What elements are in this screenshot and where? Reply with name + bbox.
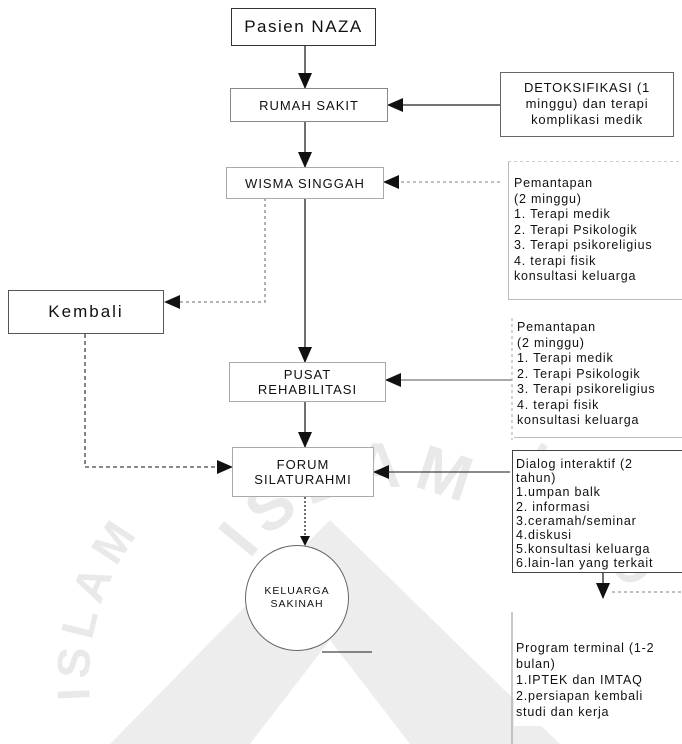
node-pusat-rehabilitasi: PUSAT REHABILITASI [229, 362, 386, 402]
arrow-kembali-to-forum [84, 334, 233, 474]
arrow-wisma-to-kembali [164, 198, 266, 309]
note-detoks-line-3: komplikasi medik [531, 112, 643, 127]
note-pem2-line-7: konsultasi keluarga [517, 413, 640, 427]
note-dialog-line-5: 3.ceramah/seminar [516, 513, 637, 528]
note-pem1-line-5: 3. Terapi psikoreligius [514, 238, 653, 252]
note-detoks-line-2: minggu) dan terapi [525, 96, 649, 111]
note-program-line-4: 2.persiapan kembali [516, 689, 644, 703]
node-forum-line-2: SILATURAHMI [254, 472, 352, 487]
note-dialog-line-2: tahun) [516, 471, 557, 486]
note-detoks-line-1: DETOKSIFIKASI (1 [524, 80, 650, 95]
note-dialog-line-4: 2. informasi [516, 499, 591, 514]
note-pem2-line-3: 1. Terapi medik [517, 351, 614, 365]
node-pasien-naza-label: Pasien NAZA [244, 17, 363, 36]
note-dialog-line-1: Dialog interaktif (2 [516, 457, 633, 471]
note-pem2-line-5: 3. Terapi psikoreligius [517, 382, 656, 396]
node-pusat-line-1: PUSAT [283, 367, 332, 382]
note-pem1-line-7: konsultasi keluarga [514, 269, 637, 283]
note-detoksifikasi: DETOKSIFIKASI (1 minggu) dan terapi komp… [500, 72, 674, 137]
note-program-line-5: studi dan kerja [516, 705, 610, 719]
node-wisma-singgah-label: WISMA SINGGAH [245, 175, 365, 191]
node-keluarga-line-2: SAKINAH [270, 598, 324, 610]
note-dialog-line-3: 1.umpan balk [516, 485, 601, 500]
note-dialog-line-8: 6.lain-lan yang terkait [516, 556, 654, 571]
note-dialog-line-7: 5.konsultasi keluarga [516, 542, 651, 557]
node-pasien-naza: Pasien NAZA [231, 8, 376, 46]
note-program-terminal: Program terminal (1-2 bulan) 1.IPTEK dan… [514, 626, 682, 726]
node-forum-silaturahmi: FORUM SILATURAHMI [232, 447, 374, 497]
node-keluarga-sakinah: KELUARGA SAKINAH [245, 545, 349, 651]
node-rumah-sakit: RUMAH SAKIT [230, 88, 388, 122]
note-dialog-line-6: 4.diskusi [516, 528, 572, 543]
note-pem2-line-1: Pemantapan [517, 320, 596, 334]
note-program-line-3: 1.IPTEK dan IMTAQ [516, 673, 643, 687]
node-pusat-line-2: REHABILITASI [257, 382, 358, 397]
node-wisma-singgah: WISMA SINGGAH [226, 167, 384, 199]
note-program-line-1: Program terminal (1-2 [516, 641, 655, 655]
node-forum-line-1: FORUM [276, 457, 330, 472]
node-rumah-sakit-label: RUMAH SAKIT [259, 97, 359, 113]
note-pem1-line-4: 2. Terapi Psikologik [514, 222, 638, 237]
note-pem1-line-3: 1. Terapi medik [514, 207, 611, 221]
note-pemantapan-pusat: Pemantapan (2 minggu) 1. Terapi medik 2.… [514, 318, 682, 438]
node-kembali-label: Kembali [48, 302, 124, 321]
note-pemantapan-wisma: Pemantapan (2 minggu) 1. Terapi medik 2.… [508, 162, 682, 300]
note-pem2-line-2: (2 minggu) [517, 335, 585, 350]
note-pem1-line-6: 4. terapi fisik [514, 253, 597, 268]
note-pem2-line-4: 2. Terapi Psikologik [517, 366, 641, 381]
note-dialog-interaktif: Dialog interaktif (2 tahun) 1.umpan balk… [512, 450, 682, 573]
note-program-line-2: bulan) [516, 657, 556, 671]
note-pem1-line-1: Pemantapan [514, 176, 593, 190]
note-pem1-line-2: (2 minggu) [514, 191, 582, 206]
node-kembali: Kembali [8, 290, 164, 334]
node-keluarga-line-1: KELUARGA [264, 585, 330, 597]
note-pem2-line-6: 4. terapi fisik [517, 397, 600, 412]
